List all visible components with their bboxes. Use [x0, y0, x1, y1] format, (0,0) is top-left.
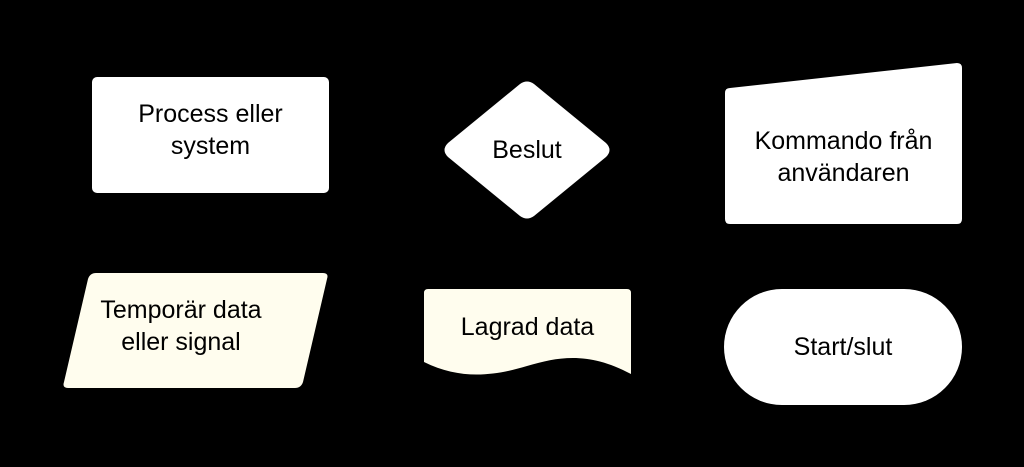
decision-shape	[444, 81, 610, 219]
decision-label: Beslut	[441, 79, 613, 221]
document-label-text: Lagrad data	[460, 313, 595, 341]
data-parallelogram-label-line-2: eller signal	[121, 328, 241, 356]
process-shape	[92, 77, 329, 193]
terminator-shape	[724, 289, 962, 405]
terminator-label: Start/slut	[724, 289, 962, 405]
manual-input-shape	[725, 63, 962, 224]
process-label: Process eller system	[92, 77, 329, 193]
document-label: Lagrad data	[424, 289, 631, 365]
manual-input-label-line-1: Kommando från	[754, 127, 933, 155]
data-parallelogram-shape	[63, 273, 328, 388]
document-shape	[424, 289, 631, 375]
process-label-line-1: Process eller	[138, 100, 283, 128]
manual-input-label-line-2: användaren	[777, 159, 910, 187]
process-label-line-2: system	[170, 132, 251, 160]
data-parallelogram-label: Temporär data eller signal	[70, 273, 360, 379]
data-parallelogram-label-line-1: Temporär data	[100, 296, 262, 324]
manual-input-label: Kommando från användaren	[725, 95, 962, 219]
decision-label-text: Beslut	[492, 136, 562, 164]
terminator-label-text: Start/slut	[793, 333, 893, 361]
